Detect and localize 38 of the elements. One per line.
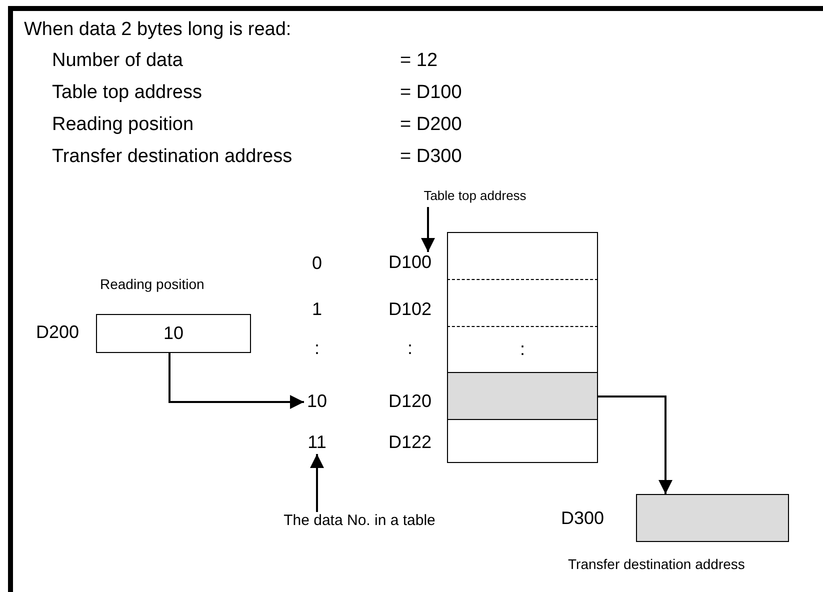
node-text: : (520, 339, 525, 360)
table-row (447, 420, 598, 463)
side-label: D200 (36, 322, 80, 343)
table-label: 10 (304, 391, 330, 413)
table-label: : (406, 338, 414, 359)
arrow (168, 353, 304, 409)
side-label: Reading position (100, 276, 204, 292)
parameter-name: Reading position (52, 114, 194, 136)
parameter-value: = D300 (400, 146, 462, 168)
table-label: D100 (386, 252, 434, 274)
table-row (447, 280, 598, 327)
callout-text: Table top address (400, 189, 550, 207)
arrow (421, 207, 435, 252)
side-label: D300 (561, 508, 604, 529)
table-row (447, 373, 598, 420)
arrow (598, 396, 672, 494)
callout-text: The data No. in a table (252, 512, 467, 532)
table-label: 0 (310, 253, 323, 274)
parameter-value: = D100 (400, 82, 462, 104)
parameter-name: Number of data (52, 50, 183, 72)
parameter-name: Table top address (52, 82, 202, 104)
table-label: : (313, 338, 320, 359)
destination-box (636, 494, 789, 542)
table-row (447, 232, 598, 280)
parameter-value: = D200 (400, 114, 462, 136)
side-label: Transfer destination address (568, 556, 745, 572)
parameter-name: Transfer destination address (52, 146, 292, 168)
table-label: 11 (304, 432, 330, 454)
table-label: 1 (310, 299, 323, 320)
arrow (310, 454, 324, 512)
table-row (447, 327, 598, 373)
node-text: 10 (163, 323, 184, 344)
table-label: D102 (387, 299, 433, 320)
table-label: D120 (387, 391, 433, 412)
parameter-value: = 12 (400, 50, 438, 72)
table-label: D122 (387, 432, 433, 453)
heading: When data 2 bytes long is read: (24, 19, 292, 41)
register-box (96, 314, 251, 353)
